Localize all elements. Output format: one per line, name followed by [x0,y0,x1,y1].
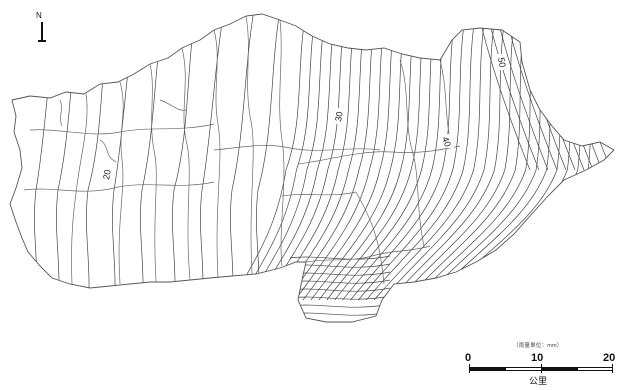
isohyet-line [294,14,387,301]
isohyet-line [488,19,540,171]
scale-segment [470,368,506,370]
isohyet-lines [31,14,612,322]
isohyet-line [405,14,527,301]
north-arrow-foot [38,40,46,42]
isohyet-line [289,255,391,260]
isohyet-line [397,14,517,301]
north-letter: N [36,11,42,20]
region-boundary [9,13,615,323]
isohyet-line [479,19,531,171]
isohyet-line [255,14,337,301]
scale-segment [542,368,578,370]
isohyet-line [560,19,612,171]
isohyet-line [506,19,558,171]
scale-tick-0: 0 [465,352,472,364]
isohyet-line [381,14,497,301]
isohyet-line [247,14,327,301]
isohyet-line [358,14,467,301]
scale-unit-label: 公里 [529,376,548,386]
isohyet-line [334,14,437,301]
isohyet-line [271,14,357,301]
isohyet-line [287,14,377,301]
scale-bar: （雨量単位：mm） 0 10 20 公里 [463,340,623,386]
contour-labels: 20 30 40 50 [101,54,508,182]
isohyet-line [373,14,487,301]
scale-tick-20: 20 [603,352,616,364]
contour-label-20: 20 [101,169,113,181]
isohyet-line [289,303,391,308]
isohyet-line [542,19,594,171]
scale-tick-mark [541,364,542,373]
north-arrow-shaft [41,22,43,42]
contour-label-30: 30 [333,111,345,123]
scale-unit-note: （雨量単位：mm） [513,343,563,349]
isohyet-line [279,14,367,301]
isohyet-line [551,19,603,171]
scale-tick-mark [469,364,470,373]
isohyet-line [310,14,407,301]
contour-label-50: 50 [496,57,508,69]
isohyet-line [429,14,557,301]
isohyet-line [497,19,549,171]
isohyet-line [231,14,307,301]
isohyet-line [53,14,81,322]
isohyet-line [239,14,317,301]
isohyet-line [326,14,427,301]
isohyet-line [445,14,577,301]
isohyet-line [253,14,281,322]
isohyet-line [31,14,59,322]
isohyet-line [515,19,567,171]
isohyet-line [318,14,417,301]
isohyet-line [437,14,567,301]
isohyet-line [366,14,477,301]
isohyet-line [350,14,457,301]
scale-tick-mark [612,364,613,373]
isohyet-line [289,295,391,300]
isohyet-line [227,14,255,322]
isohyet-line [342,14,447,301]
contour-label-40: 40 [440,135,453,148]
scale-tick-10: 10 [531,352,544,364]
isohyet-line [197,14,225,322]
isohyet-line [452,14,587,301]
isohyet-line [263,14,347,301]
